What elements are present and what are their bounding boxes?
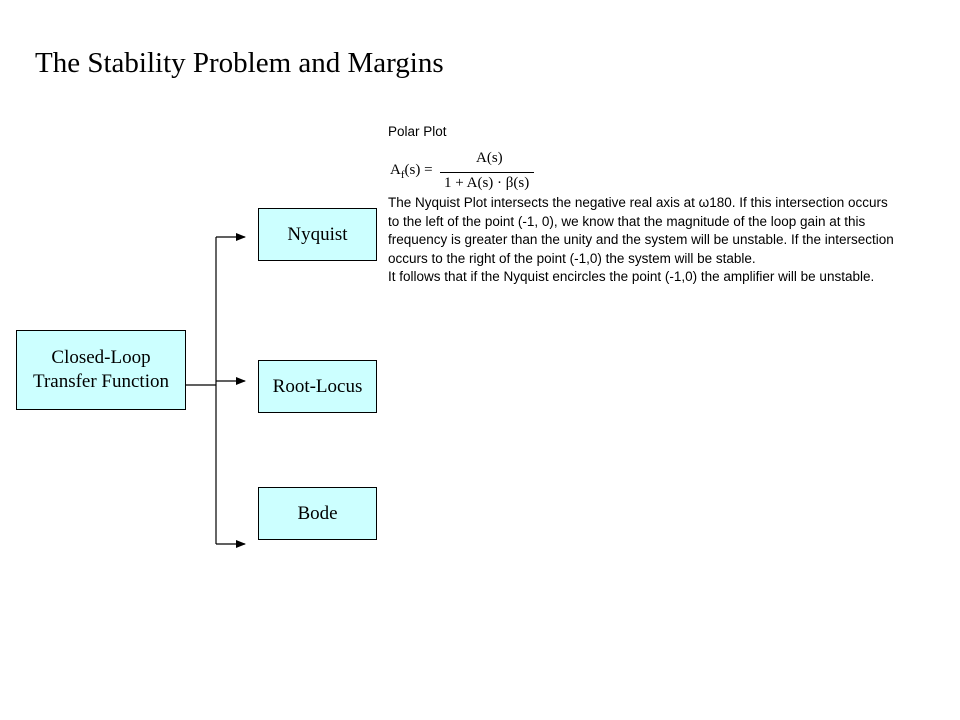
explanation-line: frequency is greater than the unity and … [388, 232, 894, 247]
formula-numerator: A(s) [476, 150, 503, 166]
formula-lhs-rest: (s) = [404, 162, 433, 178]
closed-loop-transfer-function-box: Closed-Loop Transfer Function [16, 330, 186, 410]
nyquist-box: Nyquist [258, 208, 377, 261]
formula-lhs: Af(s) = [390, 162, 433, 181]
root-locus-label: Root-Locus [272, 375, 363, 397]
nyquist-explanation: The Nyquist Plot intersects the negative… [388, 194, 948, 287]
formula-lhs-symbol: A [390, 162, 401, 178]
bode-label: Bode [297, 502, 338, 524]
polar-plot-heading: Polar Plot [388, 124, 447, 139]
root-locus-box: Root-Locus [258, 360, 377, 413]
closed-loop-label: Closed-Loop [51, 347, 151, 368]
transfer-function-label: Transfer Function [33, 371, 169, 392]
closed-loop-gain-formula: Af(s) = A(s) 1 + A(s) · β(s) [388, 150, 548, 191]
formula-denominator: 1 + A(s) · β(s) [444, 175, 530, 191]
nyquist-label: Nyquist [287, 223, 348, 245]
explanation-line: to the left of the point (-1, 0), we kno… [388, 213, 866, 229]
formula-lhs-subscript: f [400, 169, 405, 181]
explanation-line: It follows that if the Nyquist encircles… [388, 269, 875, 284]
explanation-line: The Nyquist Plot intersects the negative… [388, 195, 888, 210]
fraction-bar [440, 172, 534, 173]
page-title: The Stability Problem and Margins [35, 47, 444, 79]
explanation-line: occurs to the right of the point (-1,0) … [388, 250, 756, 266]
bode-box: Bode [258, 487, 377, 540]
